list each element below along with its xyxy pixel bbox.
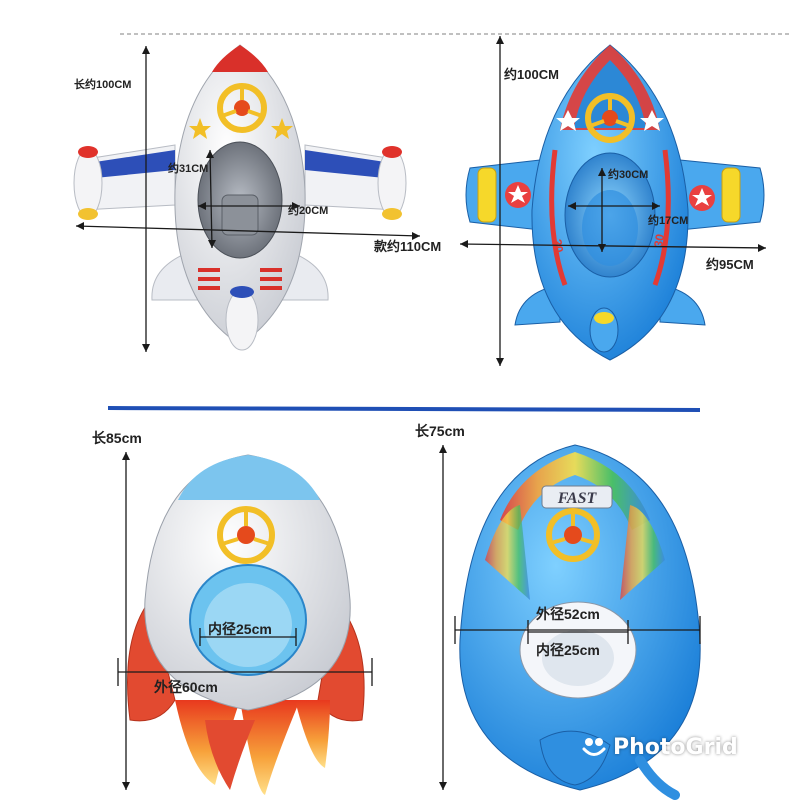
rocket-white-float	[127, 454, 365, 795]
airplane-white-length-label: 长约100CM	[74, 79, 132, 91]
airplane-blue-length-label: 约100CM	[504, 67, 559, 82]
nose-cone	[178, 455, 320, 500]
photogrid-logo-icon	[582, 738, 606, 756]
airplane-white-dimension-lines	[75, 46, 421, 352]
left-wing-pod	[73, 148, 103, 218]
rocket-blue-dimension-lines	[439, 445, 701, 790]
rocket-blue-float: FAST	[459, 444, 701, 800]
airplane-blue-span-label: 约95CM	[706, 257, 754, 272]
airplane-white-span-label: 款约110CM	[374, 239, 442, 254]
right-wing-pod	[377, 148, 407, 218]
nose-cone	[212, 45, 268, 72]
rocket-blue-length-label: 长75cm	[415, 423, 465, 439]
airplane-white-float	[73, 44, 407, 351]
airplane-blue-float: 30 30	[465, 44, 765, 361]
rocket-blue-inner-label: 内径25cm	[536, 642, 600, 658]
airplane-blue-dimension-lines	[459, 36, 767, 366]
rocket-blue-outer-label: 外径52cm	[536, 606, 600, 622]
airplane-blue-seat-width-label: 约17CM	[648, 215, 689, 227]
airplane-blue-seat-length-label: 约30CM	[608, 169, 649, 181]
rocket-white-dimension-lines	[117, 452, 373, 790]
right-wing-stripe	[305, 150, 385, 178]
rear-pod	[225, 289, 259, 351]
watermark-text: PhotoGrid	[613, 734, 738, 760]
svg-text:30: 30	[550, 238, 566, 254]
airplane-white-seat-width-label: 约20CM	[288, 205, 329, 217]
fast-badge-text: FAST	[557, 490, 598, 507]
rocket-white-length-label: 长85cm	[92, 430, 142, 446]
left-fin	[127, 598, 176, 722]
section-divider	[107, 406, 701, 412]
left-wing-stripe	[95, 150, 175, 178]
rocket-white-outer-label: 外径60cm	[154, 679, 218, 695]
photogrid-watermark: PhotoGrid	[581, 732, 738, 762]
fast-badge	[541, 485, 613, 509]
airplane-white-seat-length-label: 约31CM	[168, 163, 209, 175]
svg-text:30: 30	[651, 233, 667, 249]
rocket-white-inner-label: 内径25cm	[208, 621, 272, 637]
